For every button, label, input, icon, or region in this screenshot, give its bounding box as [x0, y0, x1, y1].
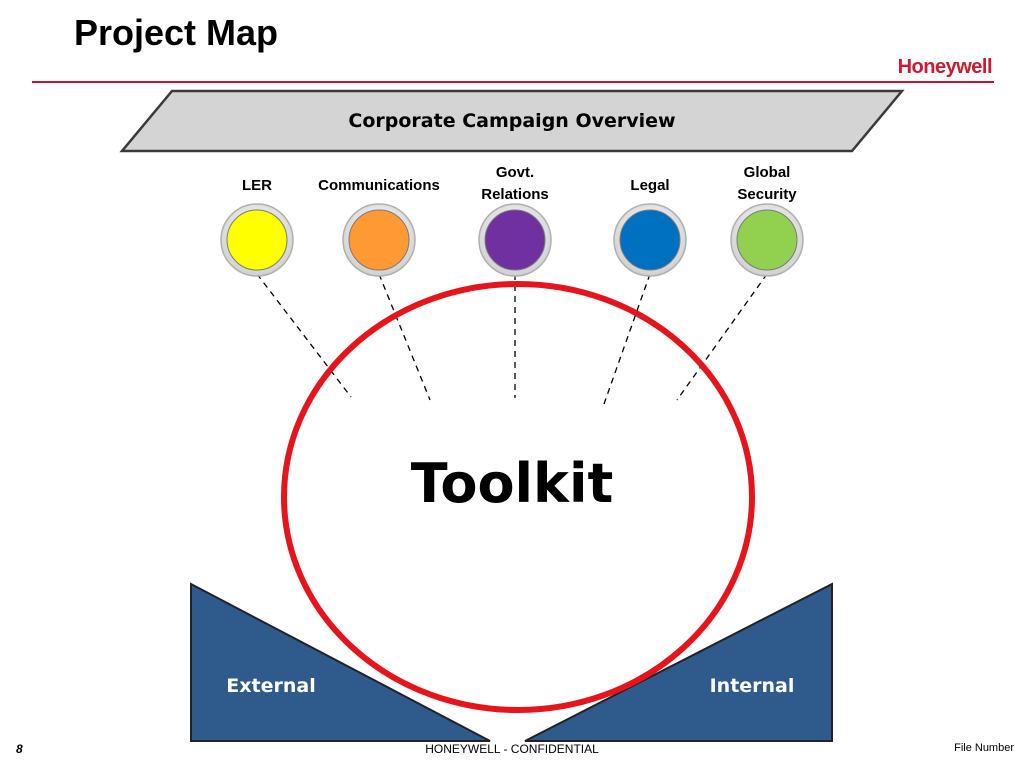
confidentiality-notice: HONEYWELL - CONFIDENTIAL — [425, 742, 599, 756]
group-label: Communications — [318, 177, 440, 194]
group-marker — [348, 209, 410, 271]
page-number: 8 — [16, 742, 23, 756]
toolkit-label: Toolkit — [411, 452, 614, 515]
external-base — [190, 582, 491, 742]
connector-line — [603, 273, 651, 405]
group-marker — [484, 209, 546, 271]
page-title: Project Map — [74, 12, 279, 53]
connector-line — [378, 273, 431, 401]
external-label: External — [226, 675, 315, 697]
file-number-label: File Number — [954, 742, 1014, 754]
campaign-banner-label: Corporate Campaign Overview — [348, 110, 675, 132]
group-label: Relations — [481, 186, 549, 203]
stakeholder-groups: LER Communications Govt. Relations Legal Glob… — [220, 164, 804, 277]
group-marker — [226, 209, 288, 271]
internal-label: Internal — [710, 675, 795, 697]
group-marker — [736, 209, 798, 271]
campaign-banner — [119, 89, 905, 153]
group-label: Govt. — [496, 164, 534, 181]
group-label: Global — [744, 164, 791, 181]
toolkit-circle — [281, 281, 755, 713]
connector-lines — [256, 273, 768, 405]
group-label: LER — [242, 177, 272, 194]
group-marker — [619, 209, 681, 271]
header-divider — [32, 81, 994, 83]
connector-line — [676, 273, 768, 401]
group-label: Security — [737, 186, 797, 203]
connector-line — [256, 273, 352, 398]
honeywell-logo: Honeywell — [897, 56, 993, 78]
internal-base — [524, 582, 833, 742]
group-label: Legal — [630, 177, 669, 194]
